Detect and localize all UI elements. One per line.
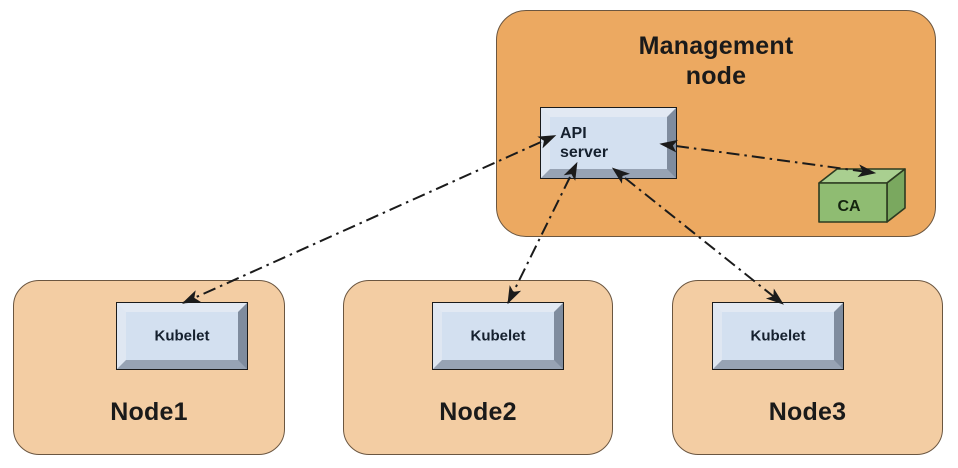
kubelet-box-node2[interactable]: Kubelet <box>432 302 564 370</box>
api-server-label: API server <box>560 124 608 162</box>
management-node-title-line1: Management <box>638 32 794 60</box>
kubelet-label-node3: Kubelet <box>750 327 806 345</box>
kubelet-label-node2: Kubelet <box>470 327 526 345</box>
management-node-title-line2: node <box>685 62 747 90</box>
api-server-box[interactable]: API server <box>540 107 677 179</box>
management-node-title: Management node <box>497 31 935 91</box>
kubelet-box-node1[interactable]: Kubelet <box>116 302 248 370</box>
api-server-label-line1: API <box>560 125 587 142</box>
ca-box[interactable]: CA <box>818 168 906 223</box>
worker-node-3-label: Node3 <box>768 398 847 426</box>
worker-node-1-label: Node1 <box>110 398 188 426</box>
api-server-label-line2: server <box>560 144 609 161</box>
kubelet-box-node3[interactable]: Kubelet <box>712 302 844 370</box>
worker-node-2-label: Node2 <box>439 398 517 426</box>
ca-label: CA <box>837 198 861 215</box>
connector-api-to-node1 <box>181 135 557 304</box>
kubelet-label-node1: Kubelet <box>154 327 210 345</box>
